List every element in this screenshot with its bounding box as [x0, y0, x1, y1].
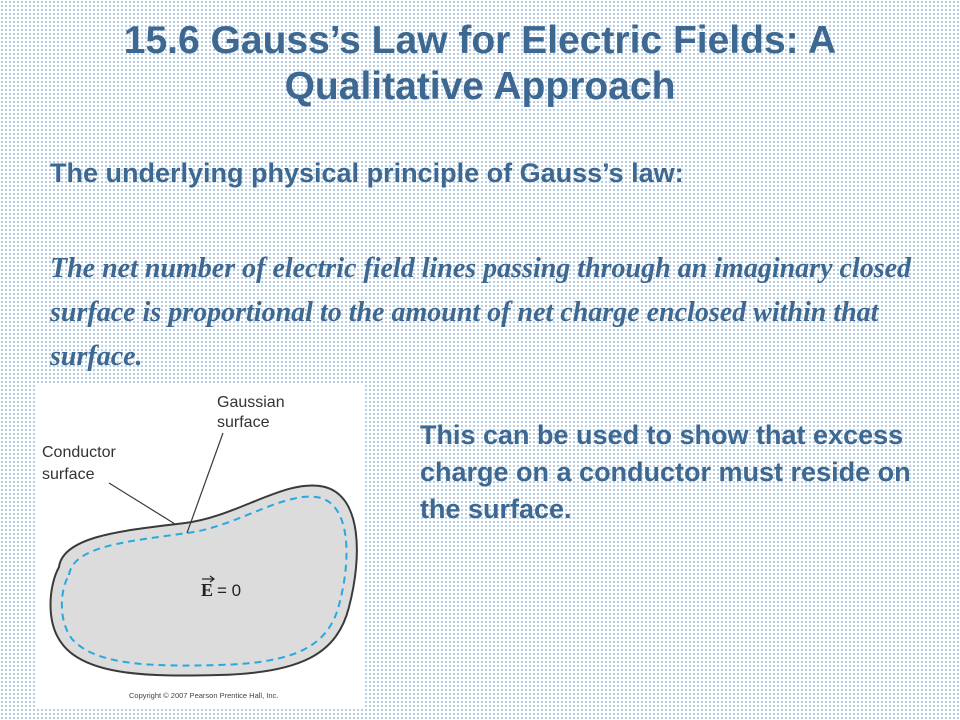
conductor-diagram: Gaussian surface Conductor surface E = 0… [42, 394, 358, 700]
principle-heading: The underlying physical principle of Gau… [50, 158, 684, 188]
gaussian-leader-line [186, 432, 224, 534]
field-symbol: E [201, 580, 213, 600]
gaussian-surface-figure: Gaussian surface Conductor surface E = 0… [37, 385, 365, 707]
figure-copyright: Copyright © 2007 Pearson Prentice Hall, … [129, 691, 278, 700]
conductor-label-line2: surface [42, 466, 95, 483]
conductor-body [49, 484, 358, 677]
conductor-conclusion-text: This can be used to show that excess cha… [420, 420, 911, 524]
conductor-label-line1: Conductor [42, 444, 116, 461]
conductor-leader-line [108, 482, 176, 525]
vector-arrow-head [209, 575, 215, 583]
field-equation: = 0 [217, 581, 241, 600]
gaussian-label-line1: Gaussian [217, 394, 285, 411]
gauss-principle-statement: The net number of electric field lines p… [50, 253, 912, 372]
slide-title: 15.6 Gauss’s Law for Electric Fields: A … [123, 19, 837, 108]
gaussian-label-line2: surface [217, 414, 270, 431]
